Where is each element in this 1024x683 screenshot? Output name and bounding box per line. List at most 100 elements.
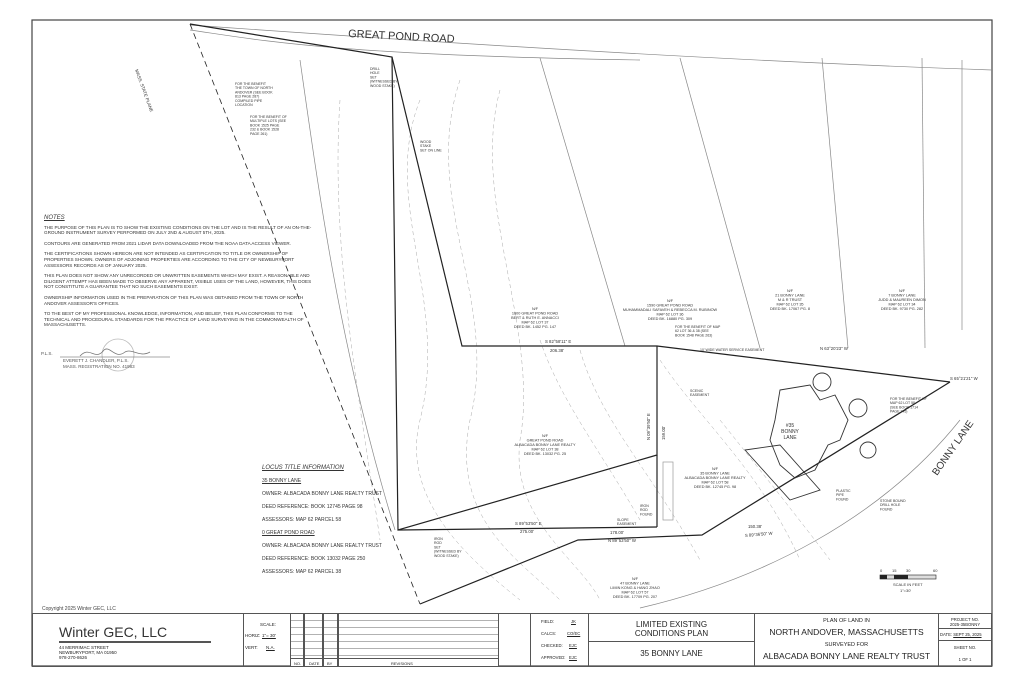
label-line: ANDOVER (SEE BOOK — [235, 90, 273, 94]
label-line: MAP 62 LOT 38 — [531, 448, 558, 452]
client-name: ALBACADA BONNY LANE REALTY TRUST — [762, 651, 931, 661]
label-line: EASEMENT — [617, 522, 637, 526]
label-line: LOCATION — [235, 103, 253, 107]
label-line: MAP 62 LOT 58 — [890, 401, 915, 405]
approved-label: APPROVED: — [541, 655, 566, 660]
surveyed-for: SURVEYED FOR — [824, 642, 869, 648]
label-line: 62 LOT 36 & 38 (SEE — [675, 329, 709, 333]
scale-tick: 30 — [906, 568, 911, 573]
checked-label: CHECKED: — [541, 643, 563, 648]
firm-address: NEWBURYPORT, MA 01950 — [59, 650, 117, 655]
project-no: 2025-35BONNY — [949, 622, 981, 627]
bearing: S 89°36'50" W — [745, 531, 774, 538]
label-line: DEED BK. 17067 PG. 8 — [770, 307, 810, 311]
label-line: N/F — [532, 307, 539, 311]
label-line: #35 — [786, 423, 795, 429]
checked-value: EJC — [569, 643, 577, 648]
label-line: SET — [370, 75, 378, 79]
easement-note: 10' WIDE WATER SERVICE EASEMENT — [700, 348, 765, 352]
label-line: MULTIPLE LOTS (SEE — [250, 119, 287, 123]
label-line: 35 BONNY LANE — [700, 472, 730, 476]
approved-value: EJC — [569, 655, 577, 660]
label-line: SCENIC — [690, 389, 704, 393]
label-line: 813 PAGE 287) — [235, 95, 259, 99]
note-item: TO THE BEST OF MY PROFESSIONAL KNOWLEDGE… — [44, 311, 304, 328]
label-line: LANE — [783, 435, 797, 441]
surveyor-name: EVERETT J. CHANDLER, P.L.S. — [63, 358, 129, 363]
revisions-header: NO. DATE BY REVISIONS — [290, 658, 499, 667]
note-item: THE PURPOSE OF THIS PLAN IS TO SHOW THE … — [44, 224, 312, 236]
note-item: THIS PLAN DOES NOT SHOW ANY UNRECORDED O… — [44, 273, 312, 290]
firm-phone: 978-270-8626 — [59, 655, 88, 660]
road-label-great-pond: GREAT POND ROAD — [348, 28, 455, 46]
label-line: IRON — [434, 537, 443, 541]
revisions-col-by: BY — [327, 661, 333, 666]
label-line: FOUND — [640, 512, 653, 516]
label-line: COMPILED PIPE — [235, 99, 263, 103]
plan-type-block: LIMITED EXISTING CONDITIONS PLAN 35 BONN… — [588, 613, 755, 667]
scale-label: SCALE: — [260, 622, 277, 627]
label-line: DRILL HOLE — [880, 503, 901, 507]
firm-underline — [59, 641, 211, 643]
label-line: PAGE 345) — [890, 410, 907, 414]
property-boundary — [189, 23, 951, 605]
label-line: N/F — [787, 289, 794, 293]
label-line: N/F — [542, 434, 549, 438]
label-line: EASEMENT — [690, 393, 710, 397]
signature — [79, 348, 151, 357]
label-line: ALBACADA BONNY LANE REALTY — [684, 476, 746, 480]
label-line: BOOK 1548 PAGE 263) — [675, 333, 712, 337]
label-line: SET ON LINE — [420, 148, 442, 152]
horiz-scale-value: 1"= 30' — [262, 633, 276, 638]
distance: 159.00' — [661, 426, 666, 440]
distance: 178.00' — [610, 530, 624, 535]
label-line: MAP 62 LOT 37 — [521, 321, 548, 325]
label-line: ROD — [640, 508, 648, 512]
plan-type: CONDITIONS PLAN — [634, 629, 709, 638]
surveyor-registration: MASS. REGISTRATION NO. 41983 — [63, 364, 135, 369]
scale-label: SCALE IN FEET — [893, 582, 923, 587]
scale-tick: 0 — [880, 568, 883, 573]
surveyor-seal — [101, 338, 135, 372]
label-line: FOR THE BENEFIT — [235, 82, 267, 86]
label-line: STAKE — [420, 144, 432, 148]
label-line: 1590 GREAT POND ROAD — [647, 304, 694, 308]
project-no-label: PROJECT NO. — [950, 617, 980, 622]
calcs-label: CALCS: — [541, 631, 557, 636]
label-line: DEED BK. 9730 PG. 282 — [881, 307, 923, 311]
note-item: OWNERSHIP INFORMATION USED IN THE PREPAR… — [44, 294, 304, 306]
project-block: PROJECT NO. 2025-35BONNY DATE: SEPT 25, … — [938, 613, 992, 667]
scale-tick: 15 — [892, 568, 897, 573]
parcel-assessors: ASSESSORS: MAP 62 PARCEL 58 — [262, 517, 342, 523]
signoff-block: FIELD: JK CALCS: CO/EC CHECKED: EJC APPR… — [530, 613, 589, 667]
label-line: 7 BONNY LANE — [888, 294, 916, 298]
bearing: N 89°53'50" W — [608, 538, 637, 543]
label-line: FOUND — [880, 507, 893, 511]
label-line: DEED BK. 17709 PG. 207 — [613, 595, 657, 599]
label-line: WOOD — [420, 140, 432, 144]
label-line: N/F — [632, 577, 639, 581]
bearing: S 82°58'11" E — [545, 339, 571, 344]
bearing: N 63°20'23" W — [820, 346, 849, 351]
label-line: PAGE 261) — [250, 132, 267, 136]
calcs-value: CO/EC — [567, 631, 581, 636]
distance: 275.00' — [520, 529, 534, 534]
road-label-bonny-lane: BONNY LANE — [930, 418, 976, 477]
label-line: IRON — [640, 504, 649, 508]
label-line: STONE BOUND — [880, 499, 906, 503]
state-plane-label: MASS. STATE PLANE — [134, 69, 154, 113]
label-line: DEED BK. 13032 PG. 25 — [524, 452, 566, 456]
label-line: DEED BK. 16880 PG. 309 — [648, 317, 692, 321]
firm-name: Winter GEC, LLC — [59, 624, 168, 640]
sheet-no: 1 OF 1 — [958, 657, 972, 662]
label-line: THE TOWN OF NORTH — [235, 86, 273, 90]
label-line: BONNY — [781, 429, 799, 435]
label-line: FOR THE BENEFIT OF MAP — [675, 325, 721, 329]
